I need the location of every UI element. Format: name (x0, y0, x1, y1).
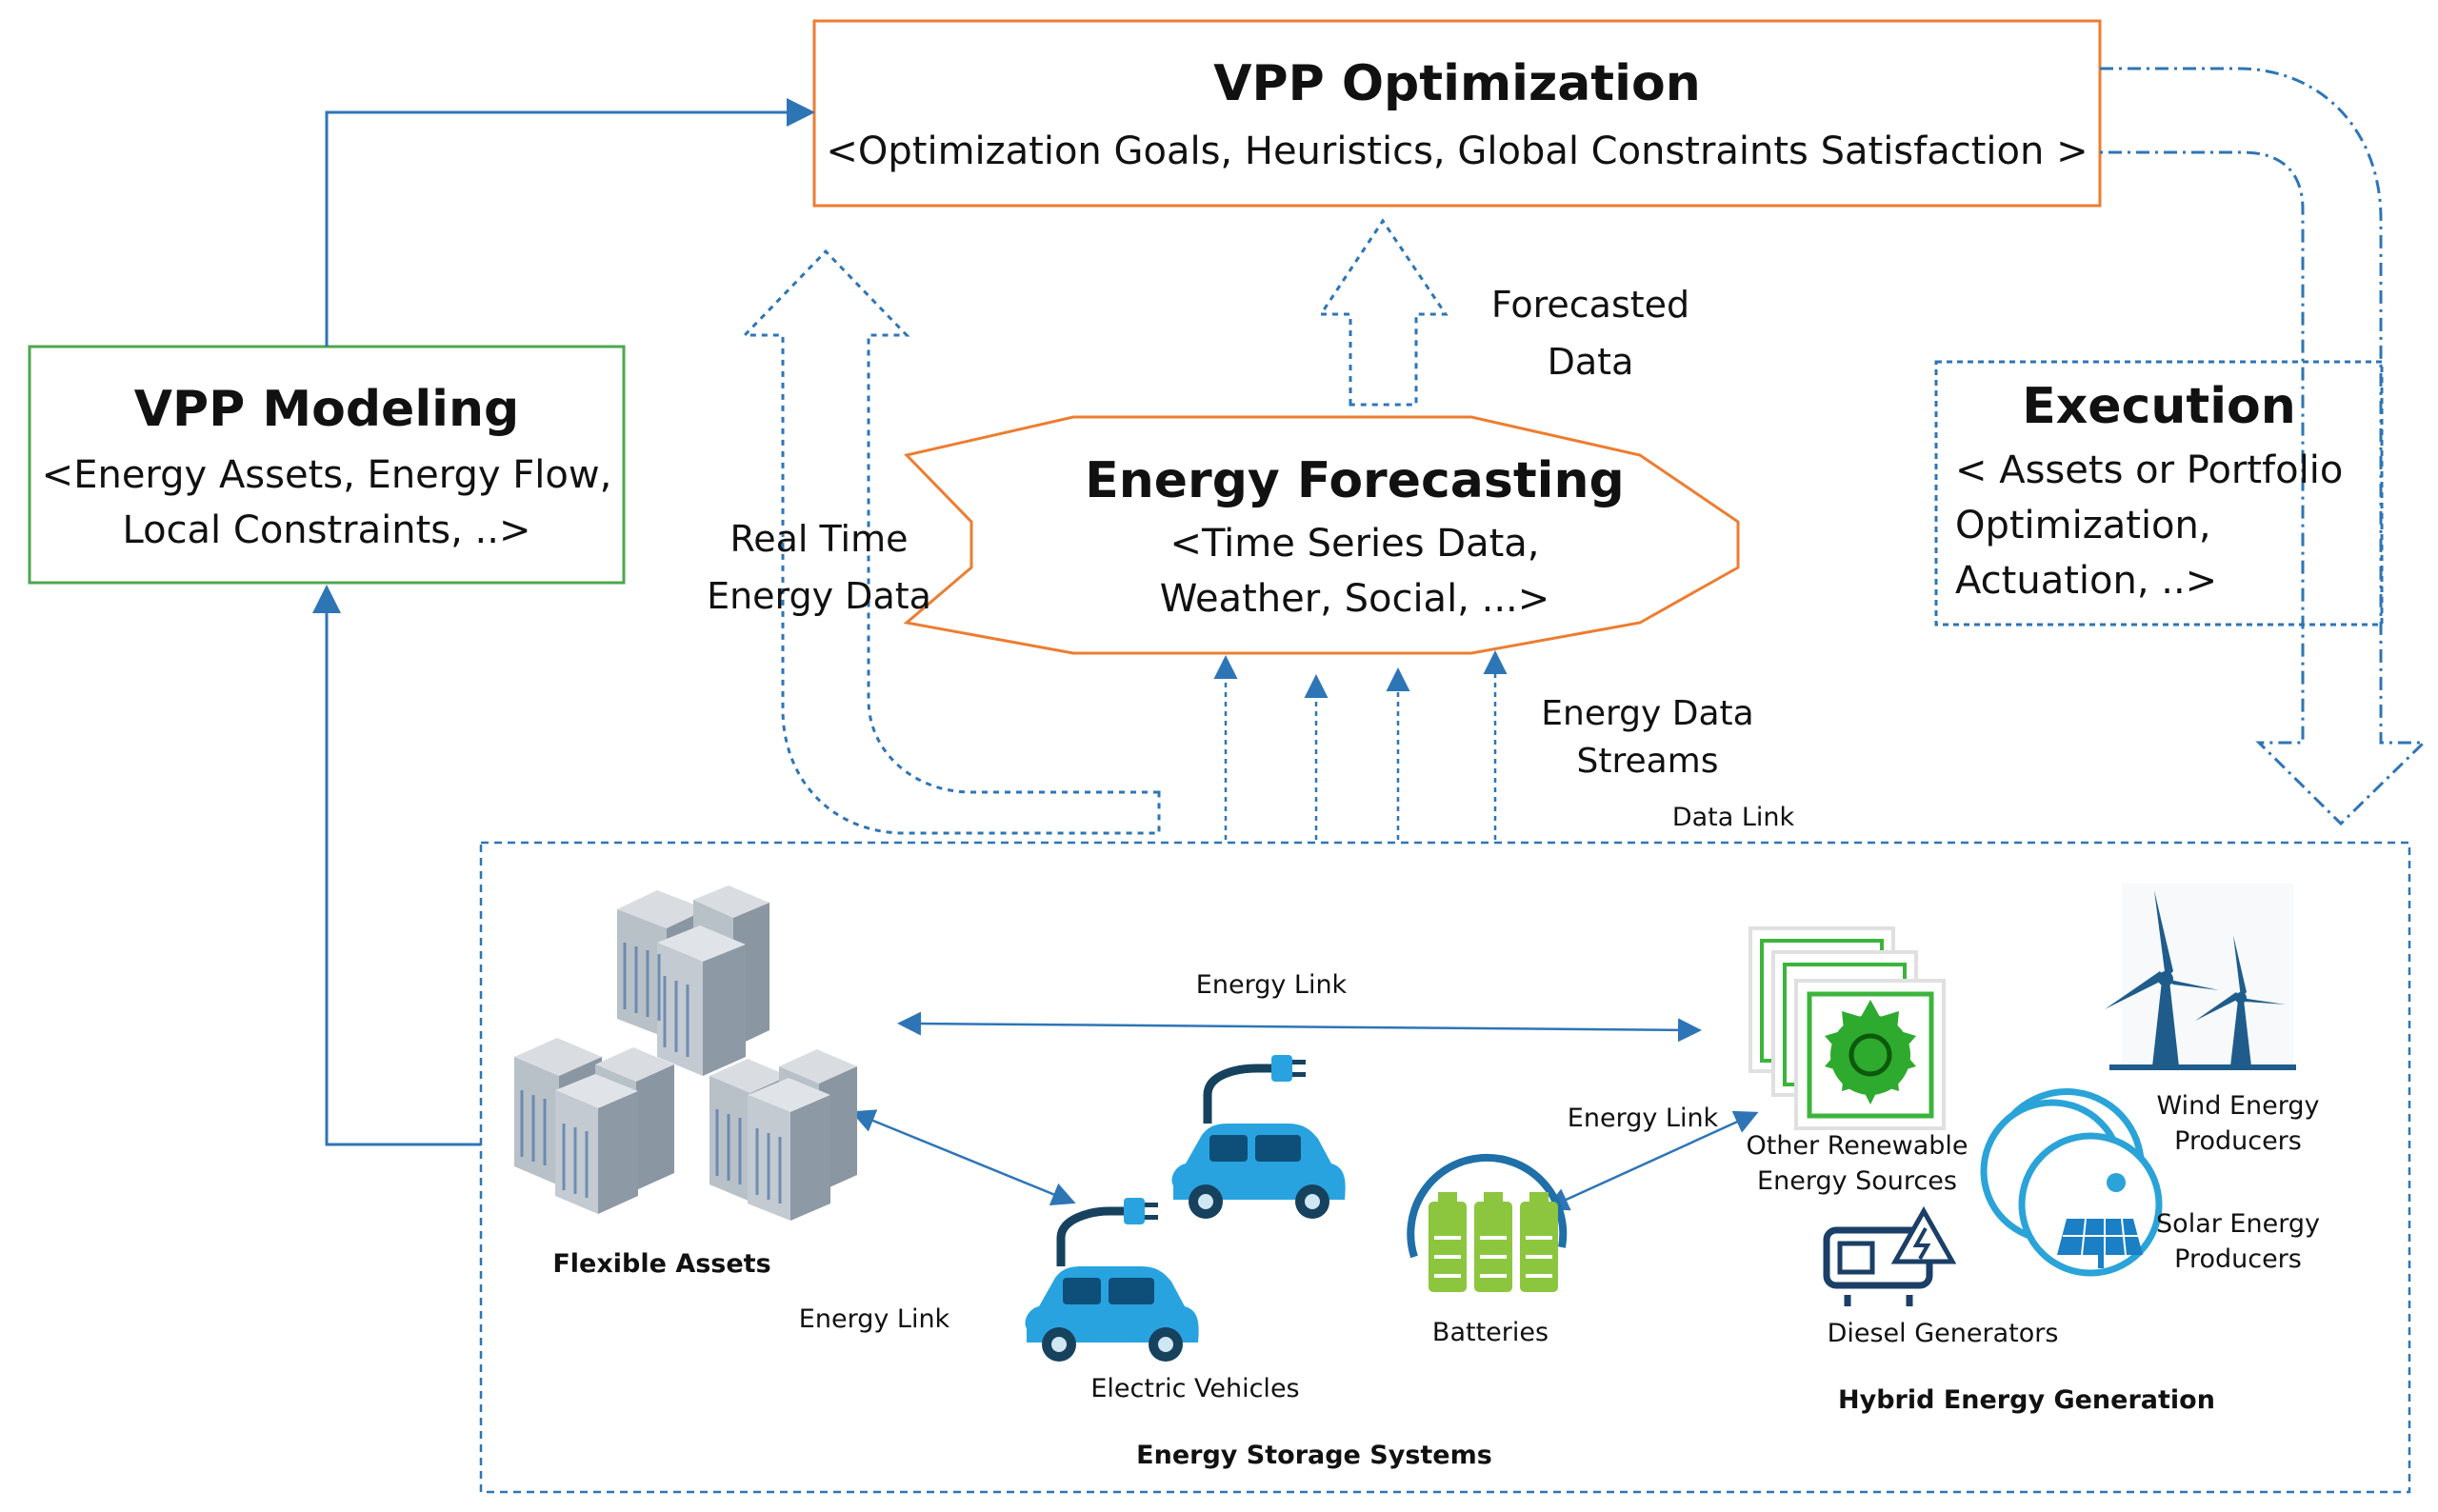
forecasting-line-2: Weather, Social, ...> (1159, 577, 1550, 621)
realtime-data-arrow (741, 249, 1161, 835)
energy-link-left-label: Energy Link (798, 1304, 950, 1334)
diesel-generator-icon (1823, 1205, 1957, 1306)
forecasting-line-1: <Time Series Data, (1169, 522, 1540, 566)
forecasted-data-arrow (1318, 218, 1449, 407)
forecasting-title: Energy Forecasting (1085, 452, 1625, 509)
assets-to-modeling-arrow (312, 585, 481, 1146)
vpp-modeling-box (28, 345, 626, 585)
realtime-data-label-2: Energy Data (707, 575, 931, 617)
hybrid-generation-label: Hybrid Energy Generation (1838, 1385, 2215, 1415)
modeling-title: VPP Modeling (133, 381, 520, 438)
assets-container (479, 841, 2411, 1494)
forecasted-data-label-2: Data (1547, 341, 1634, 383)
energy-link-right-label: Energy Link (1567, 1104, 1719, 1133)
energy-link-right-arrow (1544, 1110, 1759, 1211)
diesel-generators-label: Diesel Generators (1827, 1319, 2059, 1348)
execution-arrow (2100, 67, 2428, 826)
wind-producers-label-1: Wind Energy (2156, 1091, 2320, 1121)
vpp-optimization-box (812, 19, 2102, 208)
realtime-data-label-1: Real Time (729, 518, 909, 560)
batteries-label: Batteries (1431, 1318, 1549, 1347)
energy-link-top-arrow (897, 1011, 1702, 1043)
forecasted-data-label-1: Forecasted (1490, 284, 1690, 326)
electric-vehicle-icon-front (1025, 1198, 1199, 1362)
data-streams-label-2: Streams (1576, 742, 1719, 781)
energy-link-top-label: Energy Link (1195, 970, 1348, 1000)
flexible-assets-label: Flexible Assets (552, 1249, 771, 1279)
energy-link-left-arrow (850, 1109, 1076, 1206)
electric-vehicles-label: Electric Vehicles (1090, 1374, 1300, 1403)
electric-vehicle-icon-back (1171, 1055, 1346, 1219)
optimization-title: VPP Optimization (1213, 55, 1701, 112)
other-renewable-label-2: Energy Sources (1757, 1166, 1957, 1196)
wind-turbines-icon (2105, 884, 2296, 1070)
energy-storage-label: Energy Storage Systems (1136, 1441, 1492, 1470)
execution-line-2: Optimization, (1955, 504, 2211, 547)
solar-producers-label-2: Producers (2174, 1244, 2302, 1274)
optimization-subtitle: <Optimization Goals, Heuristics, Global … (826, 129, 2088, 173)
execution-line-1: < Assets or Portfolio (1955, 448, 2344, 492)
solar-producers-label-1: Solar Energy (2156, 1209, 2320, 1239)
modeling-line-2: Local Constraints, ..> (122, 508, 531, 552)
execution-line-3: Actuation, ..> (1955, 559, 2218, 603)
modeling-line-1: <Energy Assets, Energy Flow, (41, 453, 612, 497)
modeling-to-optimization-arrow (325, 98, 815, 347)
wind-producers-label-2: Producers (2174, 1126, 2302, 1156)
forecasting-polygon (903, 415, 1740, 655)
data-streams-label-1: Energy Data (1541, 694, 1754, 733)
data-link-label: Data Link (1671, 803, 1795, 832)
solar-panels-icon (1980, 1088, 2163, 1277)
buildings-icon (514, 885, 857, 1221)
batteries-icon (1407, 1153, 1568, 1292)
execution-title: Execution (2022, 378, 2296, 435)
other-renewable-label-1: Other Renewable (1746, 1131, 1968, 1161)
renewable-sources-icon (1749, 926, 1946, 1130)
